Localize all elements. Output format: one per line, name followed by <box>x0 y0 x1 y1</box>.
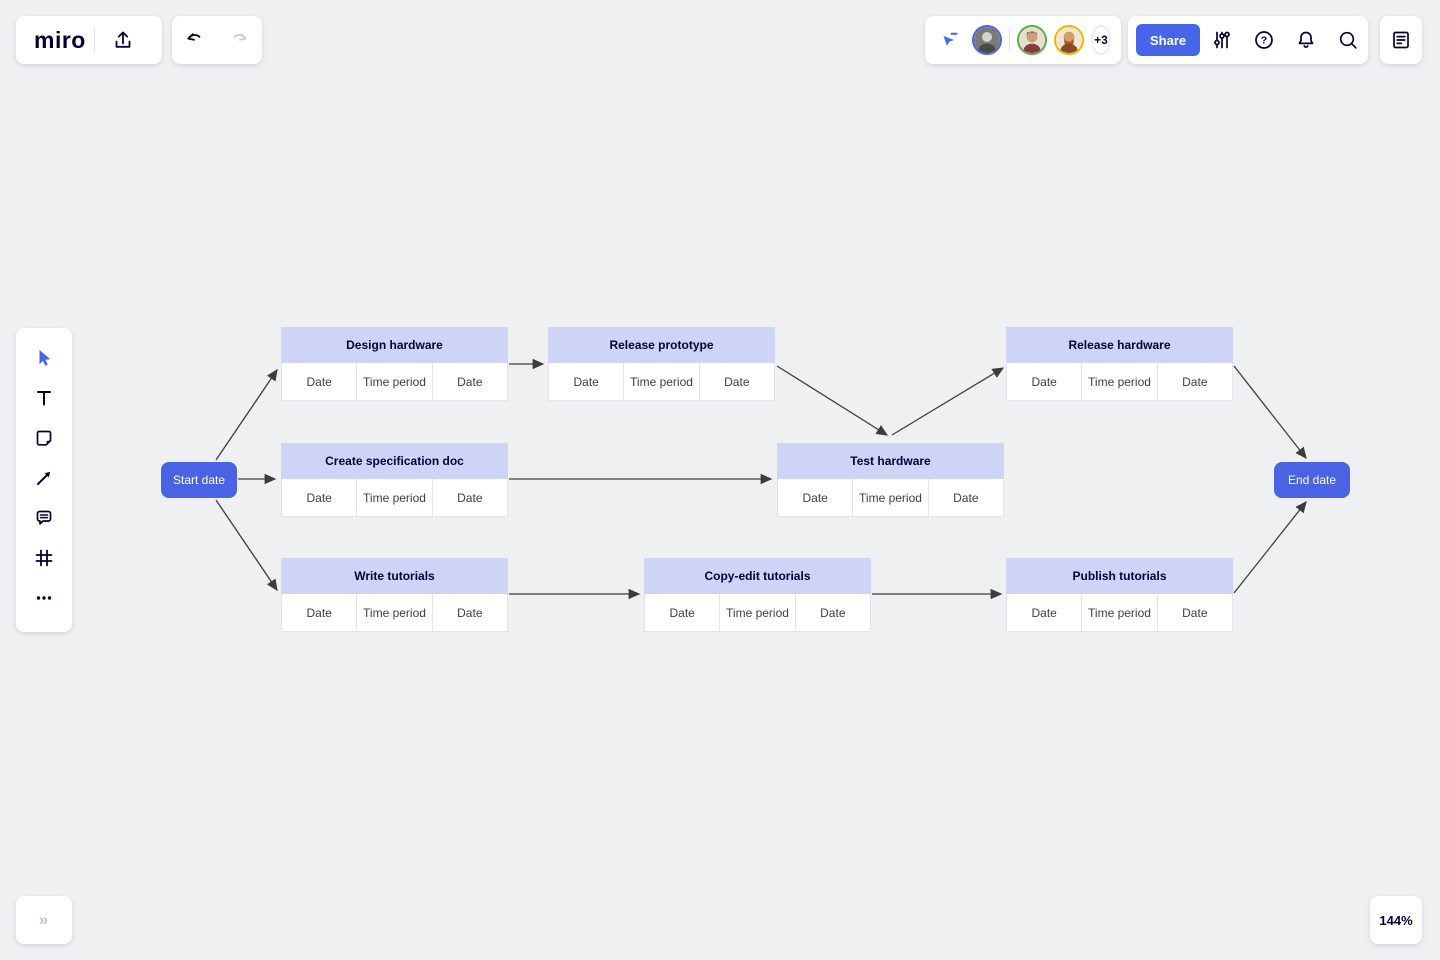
board-notes-bar <box>1380 16 1422 64</box>
task-node-copy-edit-tutorials[interactable]: Copy-edit tutorials Date Time period Dat… <box>644 558 871 632</box>
frame-icon <box>35 549 53 567</box>
task-title[interactable]: Test hardware <box>777 443 1004 479</box>
task-title[interactable]: Write tutorials <box>281 558 508 594</box>
avatar-photo <box>1056 27 1082 53</box>
task-node-publish-tutorials[interactable]: Publish tutorials Date Time period Date <box>1006 558 1233 632</box>
help-button[interactable]: ? <box>1244 20 1284 60</box>
tool-comment[interactable] <box>24 498 64 538</box>
chevrons-right-icon: » <box>38 910 50 929</box>
task-cell-end[interactable]: Date <box>457 605 483 620</box>
avatar[interactable] <box>1054 25 1084 55</box>
search-icon <box>1339 31 1357 49</box>
zoom-level-value: 144% <box>1379 912 1413 928</box>
task-cell-end[interactable]: Date <box>457 374 483 389</box>
redo-button[interactable] <box>218 20 258 60</box>
text-icon <box>37 391 51 406</box>
task-cell-period[interactable]: Time period <box>624 363 700 400</box>
task-cell-period[interactable]: Time period <box>720 594 796 631</box>
tool-arrow[interactable] <box>24 458 64 498</box>
task-title[interactable]: Publish tutorials <box>1006 558 1233 594</box>
export-button[interactable] <box>103 20 143 60</box>
notes-button[interactable] <box>1381 20 1421 60</box>
miro-logo[interactable]: miro <box>34 26 86 53</box>
redo-icon <box>233 33 247 41</box>
cursor-icon <box>39 350 51 366</box>
actions-bar: Share ? <box>1128 16 1368 64</box>
arrow-icon <box>37 471 51 485</box>
avatar-photo <box>974 27 1000 53</box>
search-button[interactable] <box>1328 20 1368 60</box>
upload-icon <box>115 31 131 48</box>
expand-panel-button[interactable]: » <box>16 896 72 944</box>
notifications-button[interactable] <box>1286 20 1326 60</box>
task-cell-start[interactable]: Date <box>1007 363 1083 400</box>
task-title[interactable]: Release hardware <box>1006 327 1233 363</box>
comment-icon <box>36 510 52 525</box>
task-cell-period[interactable]: Time period <box>853 479 929 516</box>
task-cell-start[interactable]: Date <box>282 363 358 400</box>
svg-text:?: ? <box>1261 35 1267 47</box>
task-cell-start[interactable]: Date <box>778 479 854 516</box>
zoom-level-button[interactable]: 144% <box>1370 896 1422 944</box>
end-date-node[interactable]: End date <box>1274 462 1350 498</box>
divider <box>1009 28 1010 52</box>
task-cell-start[interactable]: Date <box>282 594 358 631</box>
task-node-test-hardware[interactable]: Test hardware Date Time period Date <box>777 443 1004 517</box>
more-dots-icon <box>36 596 52 600</box>
task-cell-start[interactable]: Date <box>549 363 625 400</box>
task-cell-end[interactable]: Date <box>820 605 846 620</box>
task-node-release-prototype[interactable]: Release prototype Date Time period Date <box>548 327 775 401</box>
tool-select[interactable] <box>24 338 64 378</box>
sticky-note-icon <box>36 430 52 446</box>
start-date-node[interactable]: Start date <box>161 462 237 498</box>
task-cell-start[interactable]: Date <box>1007 594 1083 631</box>
collaborators-overflow-badge[interactable]: +3 <box>1091 25 1111 55</box>
task-cell-period[interactable]: Time period <box>1082 363 1158 400</box>
board-settings-button[interactable] <box>1202 20 1242 60</box>
task-cell-period[interactable]: Time period <box>1082 594 1158 631</box>
divider <box>93 28 95 52</box>
task-node-create-specification-doc[interactable]: Create specification doc Date Time perio… <box>281 443 508 517</box>
avatar-photo <box>1019 27 1045 53</box>
sliders-icon <box>1214 31 1230 49</box>
undo-button[interactable] <box>176 20 216 60</box>
undo-icon <box>187 33 201 41</box>
task-cell-period[interactable]: Time period <box>357 479 433 516</box>
task-cell-end[interactable]: Date <box>457 490 483 505</box>
document-icon <box>1393 31 1409 49</box>
task-cell-end[interactable]: Date <box>953 490 979 505</box>
tool-sticky-note[interactable] <box>24 418 64 458</box>
task-cell-end[interactable]: Date <box>1182 605 1208 620</box>
task-cell-period[interactable]: Time period <box>357 594 433 631</box>
share-button[interactable]: Share <box>1136 24 1201 56</box>
tool-text[interactable] <box>24 378 64 418</box>
help-icon: ? <box>1255 31 1273 49</box>
follow-cursor-button[interactable] <box>935 25 965 55</box>
task-cell-end[interactable]: Date <box>724 374 750 389</box>
creation-toolbar <box>16 328 72 632</box>
task-title[interactable]: Create specification doc <box>281 443 508 479</box>
avatar[interactable] <box>1017 25 1047 55</box>
task-cell-end[interactable]: Date <box>1182 374 1208 389</box>
avatar[interactable] <box>972 25 1002 55</box>
history-bar <box>172 16 262 64</box>
tool-more[interactable] <box>24 578 64 618</box>
collaborators-bar: +3 <box>925 16 1121 64</box>
task-title[interactable]: Release prototype <box>548 327 775 363</box>
task-node-release-hardware[interactable]: Release hardware Date Time period Date <box>1006 327 1233 401</box>
task-title[interactable]: Copy-edit tutorials <box>644 558 871 594</box>
task-node-design-hardware[interactable]: Design hardware Date Time period Date <box>281 327 508 401</box>
tool-frame[interactable] <box>24 538 64 578</box>
bell-icon <box>1298 31 1314 48</box>
task-cell-start[interactable]: Date <box>645 594 721 631</box>
app-bar-left: miro <box>16 16 162 64</box>
follow-cursor-icon <box>943 32 958 46</box>
task-cell-period[interactable]: Time period <box>357 363 433 400</box>
task-title[interactable]: Design hardware <box>281 327 508 363</box>
task-cell-start[interactable]: Date <box>282 479 358 516</box>
task-node-write-tutorials[interactable]: Write tutorials Date Time period Date <box>281 558 508 632</box>
